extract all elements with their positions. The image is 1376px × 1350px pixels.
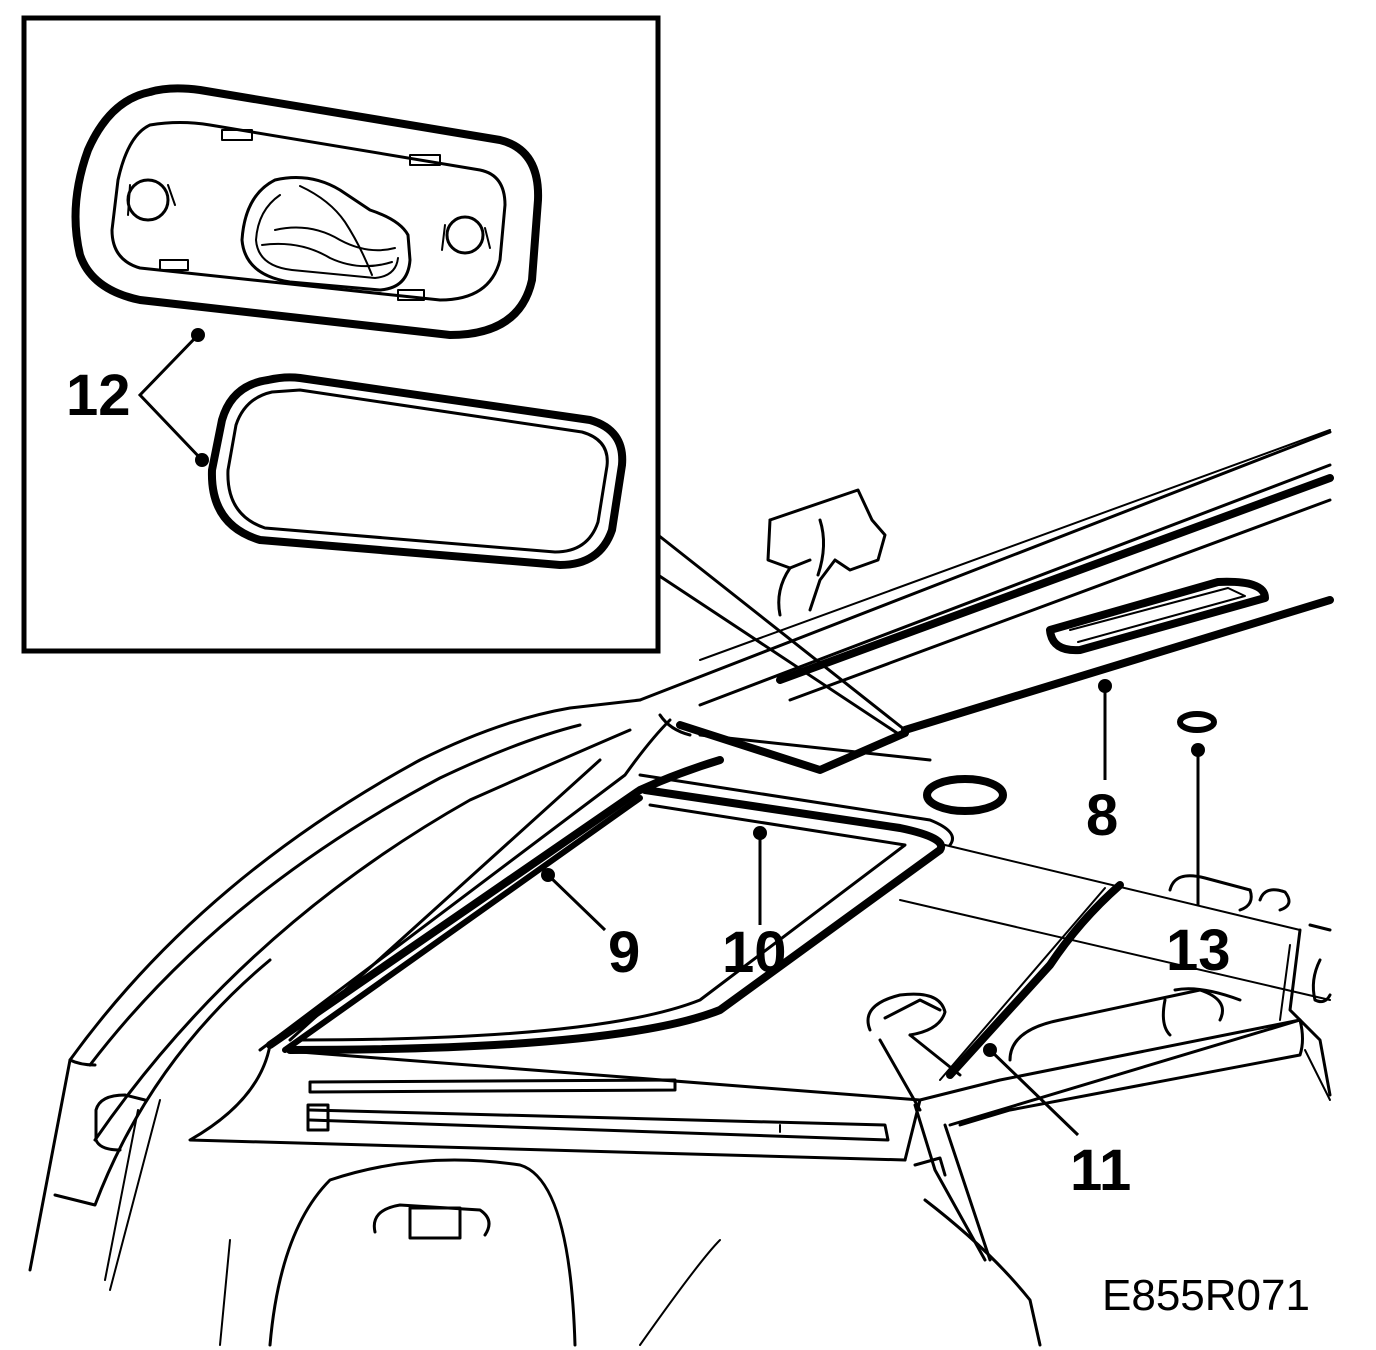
dome-lamp-lens xyxy=(207,373,627,569)
cargo-area-view xyxy=(28,429,1334,1347)
callout-8-label: 8 xyxy=(1086,783,1118,848)
side-window-seal xyxy=(258,718,724,1053)
callout-9-label: 9 xyxy=(608,920,640,985)
tailgate-hinge xyxy=(766,488,887,617)
inset-pointer xyxy=(656,533,907,737)
callout-9: 9 xyxy=(541,868,640,985)
callout-11-label: 11 xyxy=(1070,1138,1131,1203)
reference-code: E855R071 xyxy=(1102,1271,1310,1320)
grommet-part xyxy=(1177,711,1217,733)
callout-12-label: 12 xyxy=(66,363,131,428)
callout-13-label: 13 xyxy=(1166,918,1231,983)
callout-13: 13 xyxy=(1166,743,1231,983)
callout-10: 10 xyxy=(722,826,787,985)
pillar-trim-seal xyxy=(939,881,1124,1081)
rear-opening-frame xyxy=(28,698,642,1291)
rear-window-seal xyxy=(286,733,954,1054)
right-side-trim xyxy=(866,874,1332,1347)
roof-headlining xyxy=(638,429,1334,1001)
lower-trim-panel xyxy=(188,1018,1302,1347)
detail-inset: 12 xyxy=(21,15,661,654)
callout-10-label: 10 xyxy=(722,920,787,985)
callout-11: 11 xyxy=(983,1043,1131,1203)
dome-lamp-housing xyxy=(71,84,543,339)
callout-8: 8 xyxy=(1086,679,1118,848)
callout-12: 12 xyxy=(66,328,209,467)
